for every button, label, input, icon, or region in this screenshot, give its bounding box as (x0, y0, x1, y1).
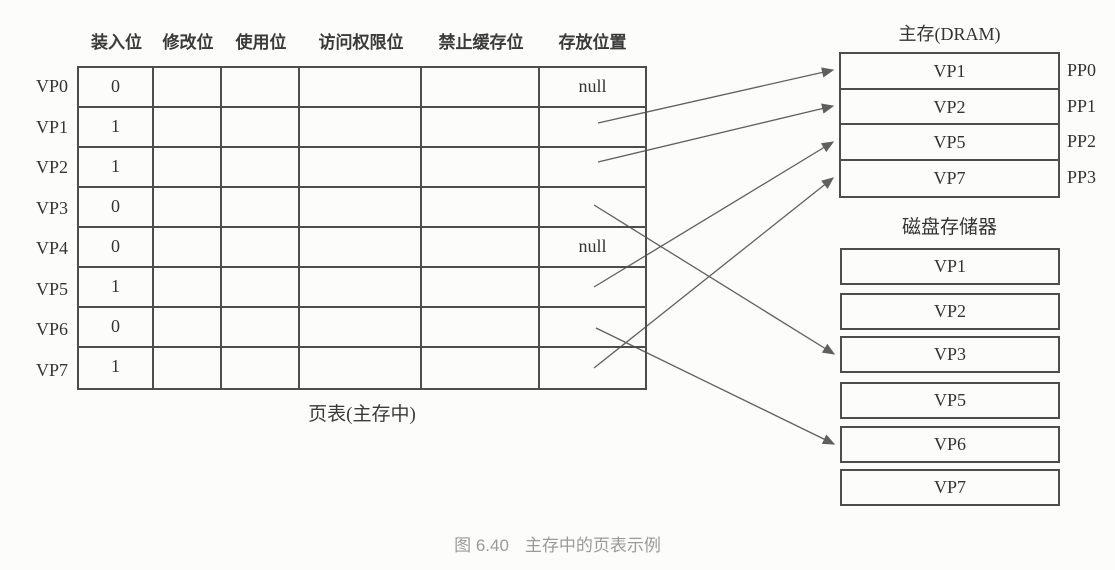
modify-bit-cell (154, 308, 222, 346)
figure-number: 图 6.40 (454, 536, 509, 555)
table-row: 1 (79, 108, 645, 148)
dram-frame-labels: PP0 PP1 PP2 PP3 (1067, 53, 1096, 195)
load-bit-cell: 1 (79, 348, 154, 388)
figure-title: 主存中的页表示例 (524, 536, 661, 555)
nocache-bit-cell (422, 308, 540, 346)
modify-bit-cell (154, 228, 222, 266)
use-bit-cell (222, 228, 300, 266)
nocache-bit-cell (422, 148, 540, 186)
dram-page-row: VP2 (841, 90, 1058, 125)
load-bit-cell: 0 (79, 228, 154, 266)
access-bit-cell (300, 308, 422, 346)
table-row: 1 (79, 268, 645, 308)
load-bit-cell: 1 (79, 268, 154, 306)
location-cell (540, 148, 645, 186)
load-bit-cell: 0 (79, 68, 154, 106)
disk-title: 磁盘存储器 (901, 217, 997, 238)
row-label: VP3 (35, 197, 68, 218)
nocache-bit-cell (422, 108, 540, 146)
location-cell (540, 308, 645, 346)
load-bit-cell: 0 (79, 188, 154, 226)
row-label: VP2 (35, 157, 68, 177)
table-row: 0 null (79, 228, 645, 268)
access-bit-cell (300, 188, 422, 226)
table-row: 1 (79, 148, 645, 188)
location-cell (540, 188, 645, 226)
load-bit-cell: 1 (79, 148, 154, 186)
frame-label: PP0 (1067, 60, 1097, 80)
frame-label: PP1 (1067, 95, 1097, 116)
figure-caption: 图 6.40 主存中的页表示例 (0, 531, 1115, 556)
column-header-use: 使用位 (235, 33, 287, 52)
page-table: 0 null 1 1 0 (77, 66, 647, 390)
disk-page-box: VP1 (840, 248, 1060, 285)
use-bit-cell (222, 188, 300, 226)
table-row: 0 null (79, 68, 645, 108)
table-row: 0 (79, 188, 645, 228)
disk-page-box: VP7 (840, 469, 1060, 506)
frame-label: PP3 (1067, 166, 1097, 187)
page-table-row-labels: VP0 VP1 VP2 VP3 VP4 VP5 VP6 VP7 (0, 66, 68, 390)
access-bit-cell (300, 228, 422, 266)
dram-page-row: VP5 (841, 125, 1058, 161)
dram-title: 主存(DRAM) (898, 24, 1001, 44)
nocache-bit-cell (422, 228, 540, 266)
use-bit-cell (222, 68, 300, 106)
location-cell (540, 268, 645, 306)
access-bit-cell (300, 148, 422, 186)
frame-label: PP2 (1067, 131, 1097, 151)
nocache-bit-cell (422, 348, 540, 388)
location-cell (540, 348, 645, 388)
use-bit-cell (222, 268, 300, 306)
row-label: VP1 (35, 116, 68, 137)
disk-page-box: VP5 (840, 382, 1060, 419)
row-label: VP6 (35, 319, 68, 339)
use-bit-cell (222, 108, 300, 146)
table-row: 1 (79, 348, 645, 388)
location-cell: null (578, 76, 607, 96)
dram-page-row: VP7 (933, 167, 966, 188)
location-cell (540, 108, 645, 146)
load-bit-cell: 0 (79, 308, 154, 346)
load-bit-cell: 1 (79, 108, 154, 146)
disk-page-box: VP2 (840, 293, 1060, 330)
modify-bit-cell (154, 268, 222, 306)
dram-page-row: VP1 (841, 54, 1058, 90)
use-bit-cell (222, 308, 300, 346)
nocache-bit-cell (422, 188, 540, 226)
access-bit-cell (300, 268, 422, 306)
column-header-access: 访问权限位 (318, 33, 404, 52)
access-bit-cell (300, 68, 422, 106)
use-bit-cell (222, 148, 300, 186)
modify-bit-cell (154, 348, 222, 388)
column-header-location: 存放位置 (558, 33, 627, 52)
location-cell: null (578, 236, 607, 256)
column-header-nocache: 禁止缓存位 (438, 33, 524, 52)
table-row: 0 (79, 308, 645, 348)
page-table-caption: 页表(主存中) (308, 404, 416, 425)
disk-page-box: VP6 (840, 426, 1060, 463)
row-label: VP7 (35, 359, 68, 380)
modify-bit-cell (154, 108, 222, 146)
modify-bit-cell (154, 68, 222, 106)
nocache-bit-cell (422, 268, 540, 306)
column-header-load: 装入位 (91, 33, 142, 52)
use-bit-cell (222, 348, 300, 388)
disk-page-box: VP3 (840, 336, 1060, 373)
row-label: VP5 (35, 278, 68, 299)
access-bit-cell (300, 108, 422, 146)
dram-box: VP1 VP2 VP5 VP7 (839, 52, 1060, 198)
row-label: VP4 (35, 238, 68, 258)
column-header-modify: 修改位 (162, 33, 214, 52)
modify-bit-cell (154, 188, 222, 226)
row-label: VP0 (35, 76, 68, 96)
modify-bit-cell (154, 148, 222, 186)
page-table-header: 装入位 修改位 使用位 访问权限位 禁止缓存位 存放位置 (79, 28, 645, 53)
access-bit-cell (300, 348, 422, 388)
nocache-bit-cell (422, 68, 540, 106)
